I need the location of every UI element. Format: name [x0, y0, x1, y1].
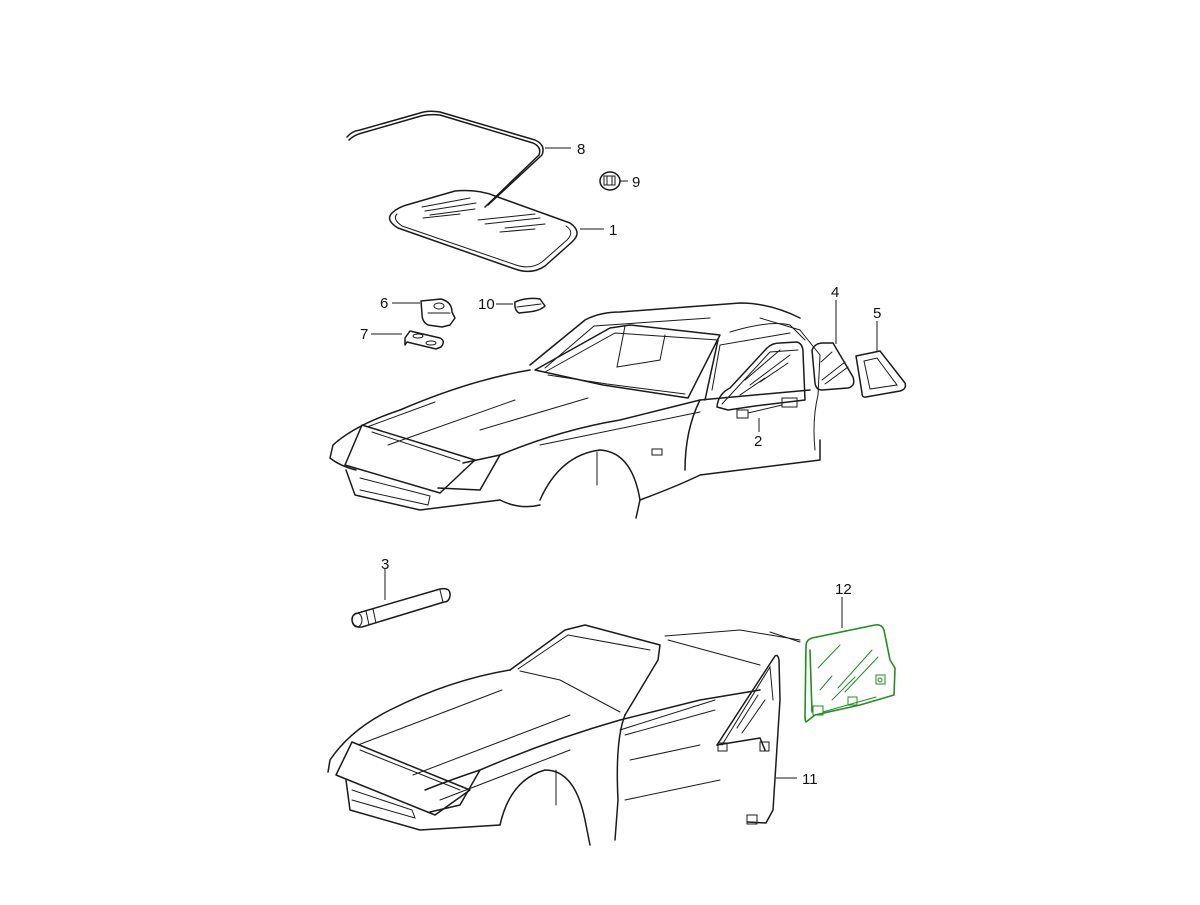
coupe-body — [329, 302, 821, 519]
part-9-mirror-mount[interactable] — [599, 171, 621, 191]
part-7-bracket[interactable] — [404, 330, 444, 350]
callout-9[interactable]: 9 — [632, 174, 641, 191]
part-2-door-glass-coupe[interactable] — [716, 341, 806, 419]
part-12-door-glass-cabriolet[interactable] — [804, 624, 896, 723]
callout-11[interactable]: 11 — [802, 771, 818, 788]
part-5-quarter-frame[interactable] — [855, 350, 907, 398]
callout-4[interactable]: 4 — [831, 284, 840, 301]
callout-1[interactable]: 1 — [609, 222, 618, 239]
cabriolet-body — [327, 624, 801, 846]
part-1-windshield[interactable] — [388, 189, 578, 273]
callout-10[interactable]: 10 — [478, 296, 495, 313]
part-3-rod[interactable] — [351, 587, 451, 628]
callout-8[interactable]: 8 — [577, 141, 586, 158]
callout-12[interactable]: 12 — [835, 581, 852, 598]
callout-2[interactable]: 2 — [754, 433, 763, 450]
body-line-rear — [769, 631, 801, 643]
part-10-stop-buffer[interactable] — [514, 297, 546, 314]
part-6-clip-block[interactable] — [420, 298, 456, 328]
part-4-quarter-glass[interactable] — [811, 342, 855, 391]
part-11-vent-frame[interactable] — [716, 654, 781, 825]
part-8-seal-strip[interactable] — [346, 110, 544, 208]
callout-5[interactable]: 5 — [873, 305, 882, 322]
callout-7[interactable]: 7 — [360, 326, 369, 343]
callout-3[interactable]: 3 — [381, 556, 390, 573]
callout-6[interactable]: 6 — [380, 295, 389, 312]
